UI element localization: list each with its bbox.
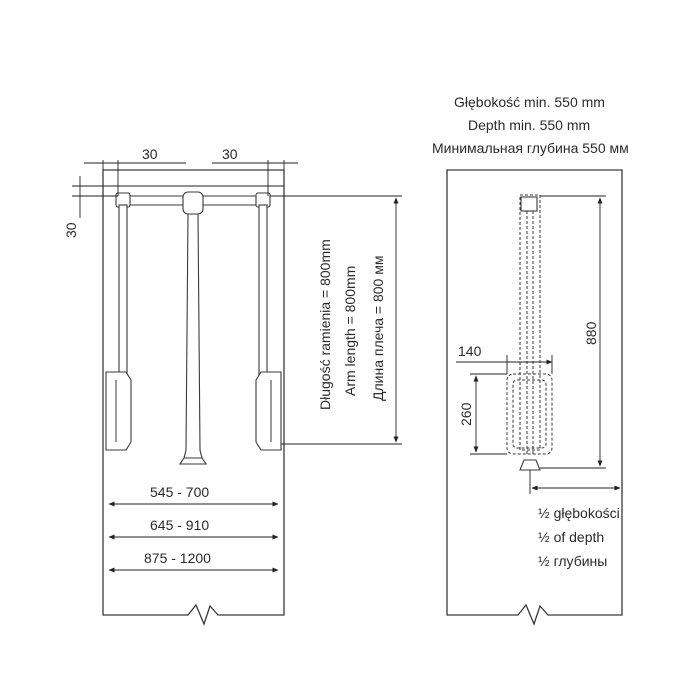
- side-lift-column-top: [520, 196, 538, 212]
- dim-height: 880: [583, 321, 599, 345]
- dim-basket-height: 260: [458, 402, 474, 426]
- side-lift-column: [519, 194, 541, 451]
- dim-top-gap: 30: [63, 222, 79, 238]
- arm-length-ru: Длина плеча = 800 мм: [370, 256, 386, 401]
- min-depth-en: Depth min. 550 mm: [468, 117, 590, 133]
- arm-length-pl: Długość ramienia = 800mm: [317, 239, 333, 410]
- width-range-1: 545 - 700: [150, 484, 209, 500]
- side-lift-basket: [506, 373, 553, 455]
- dim-right-gap: 30: [222, 146, 238, 162]
- lift-center-bracket: [182, 191, 204, 215]
- half-depth-ru: ½ глубины: [538, 553, 607, 569]
- lift-handle-rod: [182, 213, 204, 463]
- side-view: Głębokość min. 550 mm Depth min. 550 mm …: [432, 94, 629, 626]
- left-side-bracket: [105, 371, 132, 451]
- dim-left-gap: 30: [142, 146, 158, 162]
- width-range-2: 645 - 910: [150, 517, 209, 533]
- front-view: 30 30 30 Długość ramienia = 800mm Arm le…: [63, 146, 402, 626]
- min-depth-ru: Минимальная глубина 550 мм: [432, 140, 629, 156]
- min-depth-pl: Głębokość min. 550 mm: [454, 94, 605, 110]
- width-range-3: 875 - 1200: [144, 550, 211, 566]
- side-lift-handle-grip: [519, 459, 541, 471]
- half-depth-pl: ½ głębokości: [538, 505, 620, 521]
- side-cabinet-outline: [446, 169, 623, 626]
- half-depth-en: ½ of depth: [538, 529, 604, 545]
- front-cabinet-outline: [102, 169, 285, 626]
- lift-handle-grip: [178, 457, 208, 465]
- arm-length-en: Arm length = 800mm: [342, 266, 358, 396]
- side-lift-basket-inner: [512, 379, 547, 449]
- dim-width: 140: [458, 343, 482, 359]
- right-side-bracket: [255, 371, 282, 451]
